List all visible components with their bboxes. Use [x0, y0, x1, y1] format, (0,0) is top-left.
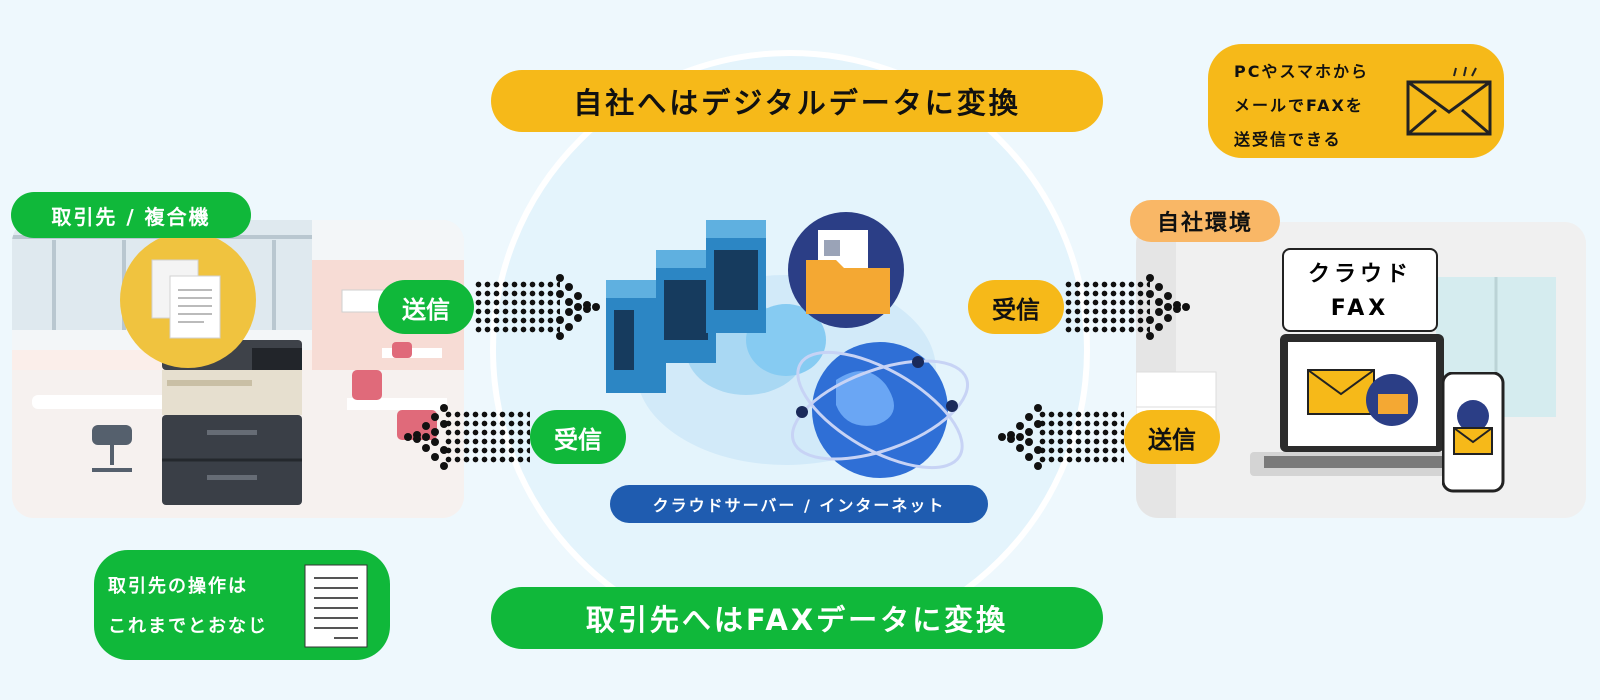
bottom-banner-text: 取引先へはFAXデータに変換: [585, 603, 1009, 637]
company-tag-text: 自社環境: [1156, 211, 1253, 236]
left-receive-text: 受信: [554, 425, 602, 454]
partner-note-line2: これまでとおなじ: [108, 616, 268, 637]
envelope-icon: [1406, 66, 1492, 136]
globe-icon: [790, 342, 970, 478]
left-send-text: 送信: [402, 295, 450, 324]
right-receive-badge: 受信: [968, 280, 1064, 334]
left-send-arrow: [474, 280, 560, 334]
top-banner: 自社へはデジタルデータに変換: [491, 70, 1103, 132]
laptop-icon: [1250, 334, 1460, 476]
cloud-fax-box: クラウド FAX: [1282, 248, 1438, 332]
cloud-fax-line1: クラウド: [1307, 262, 1412, 287]
company-note-line3: 送受信できる: [1234, 130, 1342, 149]
cloud-server-label: クラウドサーバー / インターネット: [610, 485, 988, 523]
company-note: PCやスマホから メールでFAXを 送受信できる: [1208, 44, 1504, 158]
multifunction-printer-icon: [162, 340, 302, 505]
right-receive-arrowhead: [1146, 274, 1190, 340]
right-send-arrowhead: [998, 404, 1042, 470]
right-send-badge: 送信: [1124, 410, 1220, 464]
company-tag: 自社環境: [1130, 200, 1280, 242]
partner-tag: 取引先 / 複合機: [11, 192, 251, 238]
left-receive-badge: 受信: [530, 410, 626, 464]
left-send-arrowhead: [556, 274, 600, 340]
partner-tag-text: 取引先 / 複合機: [51, 204, 211, 229]
smartphone-icon: [1442, 372, 1505, 493]
envelope-icon: [1307, 369, 1375, 415]
server-rack-icon: [606, 220, 766, 393]
company-note-line2: メールでFAXを: [1234, 96, 1364, 115]
partner-note-line1: 取引先の操作は: [108, 576, 248, 597]
right-send-arrow: [1038, 410, 1124, 464]
left-send-badge: 送信: [378, 280, 474, 334]
fax-paper-icon: [304, 564, 368, 648]
partner-note: 取引先の操作は これまでとおなじ: [94, 550, 390, 660]
cloud-server-illustration: [606, 212, 970, 478]
documents-icon: [151, 259, 221, 339]
left-receive-arrowhead: [404, 404, 448, 470]
right-send-text: 送信: [1148, 425, 1196, 454]
documents-badge: [120, 232, 256, 368]
left-receive-arrow: [444, 410, 530, 464]
folder-icon: [788, 212, 904, 328]
cloud-server-label-text: クラウドサーバー / インターネット: [652, 496, 946, 515]
right-receive-text: 受信: [992, 295, 1040, 324]
right-receive-arrow: [1064, 280, 1150, 334]
bottom-banner: 取引先へはFAXデータに変換: [491, 587, 1103, 649]
cloud-fax-line2: FAX: [1330, 296, 1390, 321]
company-note-line1: PCやスマホから: [1234, 62, 1369, 81]
top-banner-text: 自社へはデジタルデータに変換: [573, 86, 1021, 120]
